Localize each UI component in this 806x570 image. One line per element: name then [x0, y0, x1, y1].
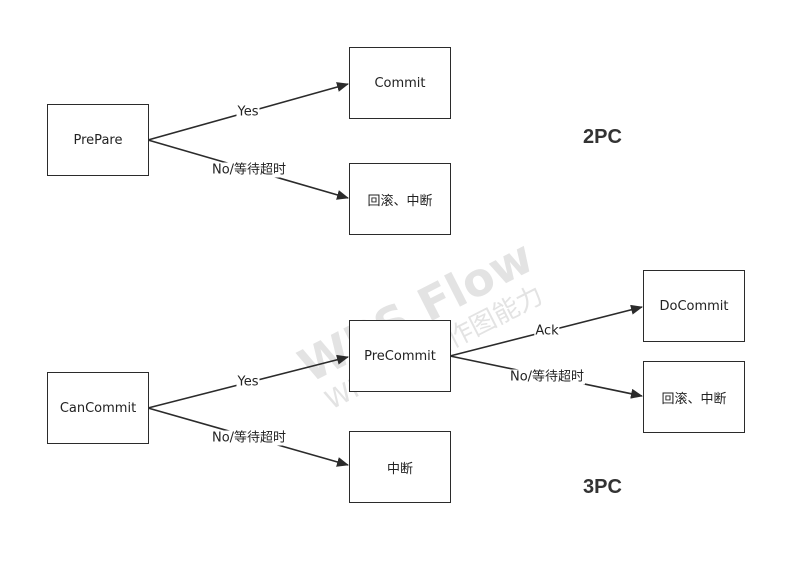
- node-docommit: DoCommit: [643, 270, 745, 342]
- section-title-3pc: 3PC: [583, 476, 622, 498]
- node-cancommit: CanCommit: [47, 372, 149, 444]
- section-title-2pc: 2PC: [583, 126, 622, 148]
- edge-label-precommit-ack: Ack: [534, 323, 560, 339]
- node-precommit: PreCommit: [349, 320, 451, 392]
- edge-label-prepare-no: No/等待超时: [210, 162, 288, 178]
- edge-label-cancommit-yes: Yes: [236, 374, 260, 390]
- node-rollback-3pc: 回滚、中断: [643, 361, 745, 433]
- edge-label-prepare-yes: Yes: [236, 104, 260, 120]
- node-prepare: PrePare: [47, 104, 149, 176]
- edge-label-precommit-no: No/等待超时: [508, 369, 586, 385]
- edge-label-cancommit-no: No/等待超时: [210, 430, 288, 446]
- node-rollback-2pc: 回滚、中断: [349, 163, 451, 235]
- node-abort-3pc: 中断: [349, 431, 451, 503]
- node-commit: Commit: [349, 47, 451, 119]
